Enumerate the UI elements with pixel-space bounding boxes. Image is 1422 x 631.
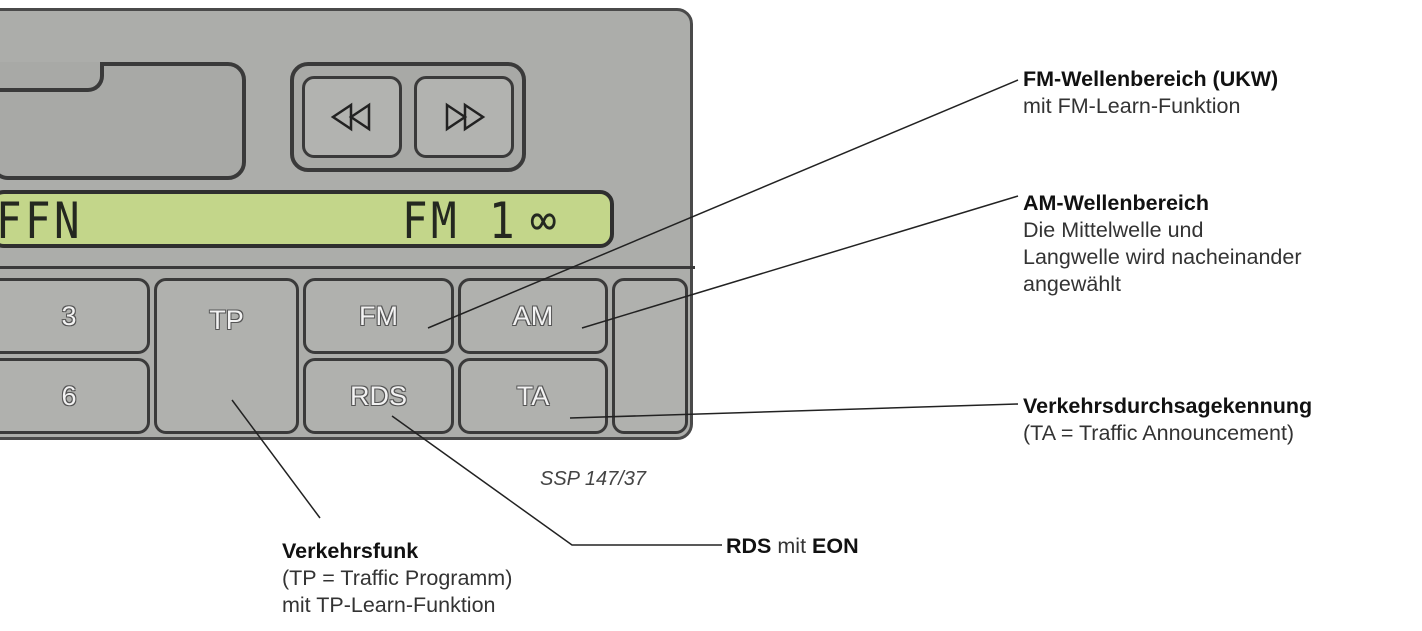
preset-6-button[interactable]: 6	[0, 358, 150, 434]
tp-button[interactable]: TP	[154, 278, 299, 434]
rewind-icon	[330, 102, 371, 132]
callout-am: AM-Wellenbereich Die Mittelwelle und Lan…	[1023, 190, 1302, 298]
am-button[interactable]: AM	[458, 278, 608, 354]
seek-back-button[interactable]	[302, 76, 402, 158]
lcd-display: FFN FM 1 ∞	[0, 190, 614, 248]
fast-forward-icon	[445, 102, 486, 132]
callout-tp-title: Verkehrsfunk	[282, 539, 419, 563]
leader-am	[581, 195, 1019, 329]
seek-button-frame	[290, 62, 526, 172]
callout-am-line-2: Langwelle wird nacheinander	[1023, 245, 1302, 269]
rds-button[interactable]: RDS	[303, 358, 454, 434]
lcd-symbol: ∞	[530, 195, 561, 246]
callout-tp-line-1: (TP = Traffic Programm)	[282, 566, 513, 590]
rds-label: RDS	[349, 380, 407, 411]
am-label: AM	[512, 300, 554, 331]
ta-label: TA	[516, 380, 550, 411]
callout-am-title: AM-Wellenbereich	[1023, 191, 1209, 215]
callout-rds-title-a: RDS	[726, 534, 772, 558]
cassette-slot-notch	[0, 62, 104, 92]
callout-tp-line-2: mit TP-Learn-Funktion	[282, 593, 496, 617]
callout-tp: Verkehrsfunk (TP = Traffic Programm) mit…	[282, 538, 512, 619]
side-button[interactable]	[612, 278, 688, 434]
ta-button[interactable]: TA	[458, 358, 608, 434]
panel-divider	[0, 266, 695, 269]
lcd-band: FM 1	[402, 192, 518, 248]
leader-fm	[427, 79, 1019, 329]
leader-rds	[391, 415, 722, 546]
lcd-station-name: FFN	[0, 192, 83, 248]
preset-6-label: 6	[61, 380, 77, 411]
preset-3-label: 3	[61, 300, 77, 331]
callout-am-line-3: angewählt	[1023, 272, 1122, 296]
leader-tp	[231, 399, 321, 519]
figure-code: SSP 147/37	[540, 468, 647, 490]
callout-ta: Verkehrsdurchsagekennung (TA = Traffic A…	[1023, 393, 1312, 447]
leader-ta	[569, 403, 1019, 419]
callout-fm: FM-Wellenbereich (UKW) mit FM-Learn-Funk…	[1023, 66, 1278, 120]
callout-ta-title: Verkehrsdurchsagekennung	[1023, 394, 1313, 418]
callout-rds-title-b: EON	[812, 534, 859, 558]
seek-forward-button[interactable]	[414, 76, 514, 158]
callout-rds: RDS mit EON	[726, 533, 859, 560]
fm-label: FM	[359, 300, 398, 331]
callout-ta-line-1: (TA = Traffic Announcement)	[1023, 421, 1295, 445]
callout-fm-line-1: mit FM-Learn-Funktion	[1023, 94, 1241, 118]
fm-button[interactable]: FM	[303, 278, 454, 354]
callout-rds-mid: mit	[771, 534, 813, 558]
callout-am-line-1: Die Mittelwelle und	[1023, 218, 1204, 242]
callout-fm-title: FM-Wellenbereich (UKW)	[1023, 67, 1279, 91]
preset-3-button[interactable]: 3	[0, 278, 150, 354]
tp-label: TP	[209, 305, 244, 335]
